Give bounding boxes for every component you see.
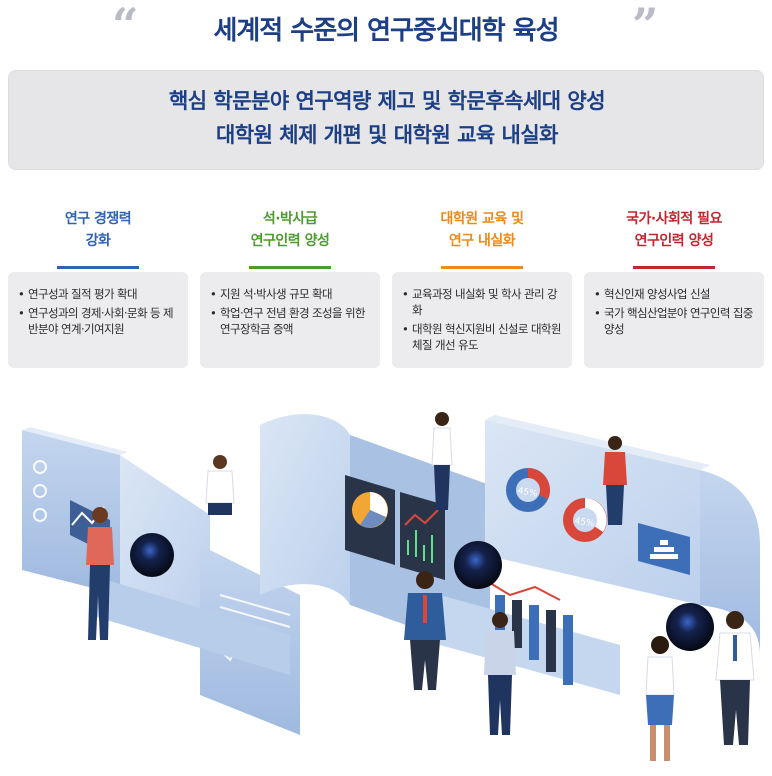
column-2-bullet-1: 지원 석·박사생 규모 확대 [210, 286, 372, 302]
open-quote-icon: “ [112, 0, 139, 52]
column-4-heading-line-2: 연구인력 양성 [634, 233, 714, 249]
column-1-divider [57, 266, 139, 269]
column-3-bullet-2: 대학원 혁신지원비 신설로 대학원 체질 개선 유도 [402, 321, 564, 353]
column-2-divider [249, 266, 331, 269]
hologram-orb-3 [666, 603, 714, 651]
column-2-box: 지원 석·박사생 규모 확대 학업·연구 전념 환경 조성을 위한 연구장학금 … [200, 272, 380, 368]
column-4-bullet-1: 혁신인재 양성사업 신설 [594, 286, 756, 302]
right-dashboard-panel: 45% 45% [485, 415, 760, 655]
person-woman-standing-top [431, 412, 453, 510]
column-3-divider [441, 266, 523, 269]
column-2-heading-line-1: 석·박사급 [262, 211, 318, 227]
isometric-research-illustration: 45% 45% [22, 412, 760, 761]
hologram-orb-2 [454, 541, 502, 589]
donut-1-label: 45% [517, 486, 539, 499]
column-4-bullet-2: 국가 핵심산업분야 연구인력 집중 양성 [594, 305, 756, 337]
column-3-heading-line-1: 대학원 교육 및 [440, 211, 524, 227]
person-woman-right-top [603, 436, 627, 525]
close-quote-icon: ” [632, 0, 659, 52]
column-4-heading: 국가·사회적 필요 연구인력 양성 [584, 208, 764, 252]
goal-banner: 핵심 학문분야 연구역량 제고 및 학문후속세대 양성 대학원 체제 개편 및 … [8, 70, 764, 170]
column-3-heading: 대학원 교육 및 연구 내실화 [392, 208, 572, 252]
column-3-heading-line-2: 연구 내실화 [448, 233, 516, 249]
column-4-heading-line-1: 국가·사회적 필요 [626, 211, 722, 227]
column-2-heading-line-2: 연구인력 양성 [250, 233, 330, 249]
column-1-heading-line-2: 강화 [85, 233, 111, 249]
column-2-bullet-2: 학업·연구 전념 환경 조성을 위한 연구장학금 증액 [210, 305, 372, 337]
person-man-center [404, 571, 446, 690]
person-man-right [715, 611, 755, 745]
hologram-orb-1 [130, 533, 174, 577]
page-title: 세계적 수준의 연구중심대학 육성 [213, 16, 559, 46]
banner-line-2: 대학원 체제 개편 및 대학원 교육 내실화 [216, 123, 559, 147]
person-woman-bottom [645, 636, 675, 761]
column-4-box: 혁신인재 양성사업 신설 국가 핵심산업분야 연구인력 집중 양성 [584, 272, 764, 368]
person-woman-left [86, 507, 114, 640]
column-1-heading: 연구 경쟁력 강화 [8, 208, 188, 252]
title-row: “ 세계적 수준의 연구중심대학 육성 ” [0, 0, 772, 52]
person-man-sitting [205, 455, 235, 515]
column-3-box: 교육과정 내실화 및 학사 관리 강화 대학원 혁신지원비 신설로 대학원 체질… [392, 272, 572, 368]
column-1-bullet-1: 연구성과 질적 평가 확대 [18, 286, 180, 302]
column-2-heading: 석·박사급 연구인력 양성 [200, 208, 380, 252]
column-1-box: 연구성과 질적 평가 확대 연구성과의 경제·사회·문화 등 제반분야 연계·기… [8, 272, 188, 368]
column-1-bullet-2: 연구성과의 경제·사회·문화 등 제반분야 연계·기여지원 [18, 305, 180, 337]
column-3-bullet-1: 교육과정 내실화 및 학사 관리 강화 [402, 286, 564, 318]
person-man-back [484, 612, 516, 735]
donut-2-label: 45% [574, 516, 596, 529]
banner-line-1: 핵심 학문분야 연구역량 제고 및 학문후속세대 양성 [168, 89, 606, 113]
column-1-heading-line-1: 연구 경쟁력 [64, 211, 132, 227]
column-4-divider [633, 266, 715, 269]
center-dark-screens [345, 475, 445, 580]
